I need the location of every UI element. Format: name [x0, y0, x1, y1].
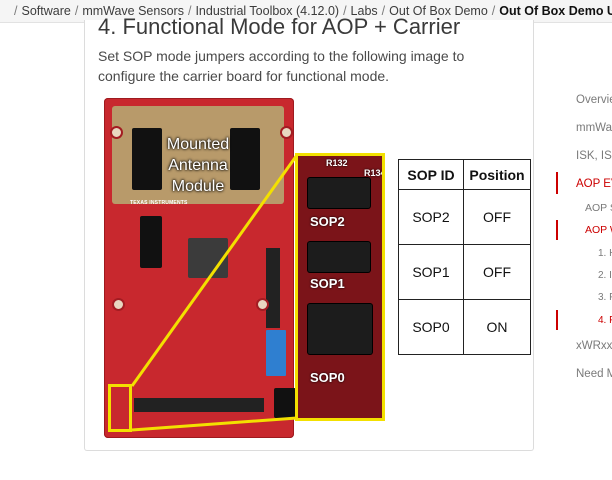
sop1-label: SOP1	[310, 276, 345, 291]
sop0-label: SOP0	[310, 370, 345, 385]
terminal-block	[266, 330, 286, 376]
breadcrumb-separator: /	[381, 4, 386, 18]
antenna-module: Mounted Antenna Module	[112, 106, 284, 204]
table-of-contents: Overview mmWave ISK, ISK AOP EVM AOP S A…	[556, 90, 612, 390]
mount-hole	[280, 126, 293, 139]
breadcrumb-separator: /	[74, 4, 79, 18]
breadcrumb-current-page: Out Of Box Demo User Guide	[499, 4, 612, 18]
sop-jumper-figure: Mounted Antenna Module TEXAS INSTRUMENTS…	[104, 98, 536, 443]
toc-item-overview[interactable]: Overview	[576, 94, 612, 106]
power-jack	[274, 388, 296, 418]
mount-hole	[110, 126, 123, 139]
pin-header	[134, 398, 264, 412]
sop0-jumper	[308, 304, 372, 354]
ti-logo: TEXAS INSTRUMENTS	[130, 200, 188, 206]
mount-hole	[112, 298, 125, 311]
sop2-jumper	[308, 178, 370, 208]
toc-item-aop-evm[interactable]: AOP EVM	[576, 178, 612, 190]
toc-item-step-2[interactable]: 2. I	[598, 270, 612, 281]
toc-item-xwrxx[interactable]: xWRxx	[576, 340, 612, 352]
toc-active-indicator	[556, 172, 558, 194]
column-header-position: Position	[463, 159, 531, 190]
breadcrumb: / Software / mmWave Sensors / Industrial…	[0, 0, 612, 23]
chip	[188, 238, 228, 278]
sop-jumper-zoom: R132 R134 SOP2 SOP1 SOP0	[295, 153, 385, 421]
breadcrumb-separator: /	[491, 4, 496, 18]
connector	[230, 128, 260, 190]
table-header-row: SOP ID Position	[398, 159, 531, 190]
breadcrumb-out-of-box-demo[interactable]: Out Of Box Demo	[389, 4, 488, 18]
sop-id-cell: SOP2	[398, 189, 464, 245]
toc-item-isk[interactable]: ISK, ISK	[576, 150, 612, 162]
r134-label: R134	[364, 168, 385, 178]
breadcrumb-mmwave-sensors[interactable]: mmWave Sensors	[82, 4, 184, 18]
sop2-label: SOP2	[310, 214, 345, 229]
sop-id-cell: SOP1	[398, 244, 464, 300]
sop1-jumper	[308, 242, 370, 272]
intro-paragraph: Set SOP mode jumpers according to the fo…	[98, 48, 465, 84]
column-header-sop-id: SOP ID	[398, 159, 464, 190]
toc-active-indicator	[556, 310, 558, 330]
breadcrumb-separator: /	[14, 4, 18, 18]
toc-active-indicator	[556, 220, 558, 240]
breadcrumb-industrial-toolbox[interactable]: Industrial Toolbox (4.12.0)	[195, 4, 340, 18]
pin-header	[266, 248, 280, 328]
breadcrumb-software[interactable]: Software	[21, 4, 71, 18]
chip	[140, 216, 162, 268]
zoom-callout-lines	[130, 154, 299, 432]
toc-item-need-more[interactable]: Need M	[576, 368, 612, 380]
toc-item-step-1[interactable]: 1. H	[598, 248, 612, 259]
position-cell: ON	[463, 299, 531, 355]
table-row: SOP0 ON	[398, 299, 531, 355]
breadcrumb-separator: /	[187, 4, 192, 18]
sop-jumper-highlight	[108, 384, 132, 432]
position-cell: OFF	[463, 244, 531, 300]
r132-label: R132	[326, 158, 348, 168]
connector	[132, 128, 162, 190]
toc-item-step-4[interactable]: 4. F	[598, 315, 612, 326]
section-heading: 4. Functional Mode for AOP + Carrier	[98, 14, 461, 39]
toc-item-step-3[interactable]: 3. F	[598, 292, 612, 303]
toc-item-aop-s[interactable]: AOP S	[585, 202, 612, 214]
table-row: SOP1 OFF	[398, 244, 531, 300]
breadcrumb-labs[interactable]: Labs	[350, 4, 378, 18]
sop-id-cell: SOP0	[398, 299, 464, 355]
position-cell: OFF	[463, 189, 531, 245]
table-row: SOP2 OFF	[398, 189, 531, 245]
toc-item-mmwave[interactable]: mmWave	[576, 122, 612, 134]
antenna-label: Mounted Antenna Module	[166, 136, 230, 195]
toc-item-aop-w[interactable]: AOP W	[585, 224, 612, 236]
mount-hole	[256, 298, 269, 311]
carrier-board-image: Mounted Antenna Module TEXAS INSTRUMENTS	[104, 98, 296, 438]
breadcrumb-separator: /	[343, 4, 347, 18]
sop-table: SOP ID Position SOP2 OFF SOP1 OFF SOP0 O…	[398, 159, 531, 355]
